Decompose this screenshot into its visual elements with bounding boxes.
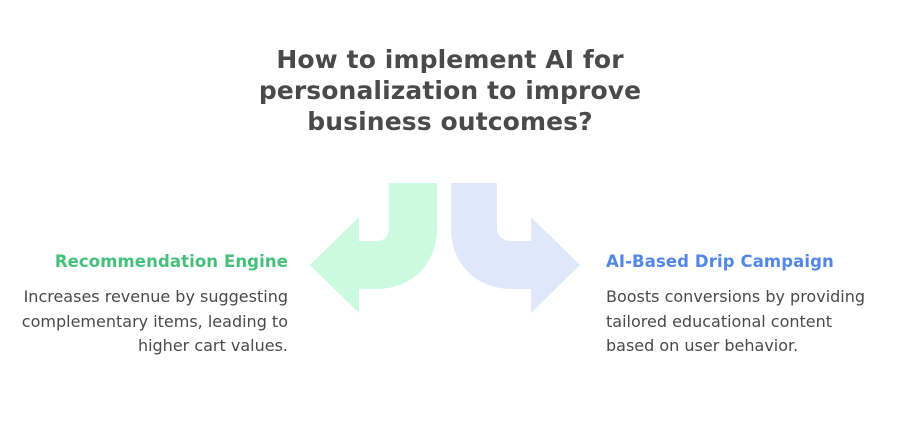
branch-left-body: Increases revenue by suggesting compleme… (21, 287, 288, 355)
branch-right-heading: AI-Based Drip Campaign (606, 252, 834, 271)
branch-left-heading: Recommendation Engine (54, 252, 288, 271)
curved-arrow-right-icon (451, 183, 580, 313)
branch-recommendation-engine: Recommendation Engine Increases revenue … (0, 252, 288, 359)
branch-right-body: Boosts conversions by providing tailored… (606, 287, 866, 355)
curved-arrow-left-icon (310, 183, 437, 313)
branch-ai-based-drip-campaign: AI-Based Drip Campaign Boosts conversion… (606, 252, 881, 359)
page-title: How to implement AI for personalization … (258, 45, 642, 136)
